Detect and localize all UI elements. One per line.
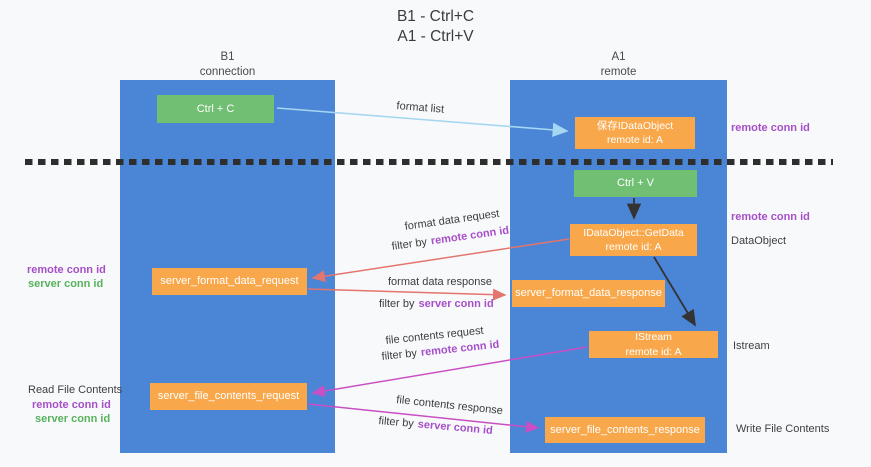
node-istream-line2: remote id: A	[625, 345, 682, 358]
diagram-title: B1 - Ctrl+C A1 - Ctrl+V	[0, 7, 871, 48]
filter-by-text: filter by	[379, 298, 415, 310]
node-save-idataobject: 保存IDataObject remote id: A	[575, 117, 695, 149]
node-server-format-data-response: server_format_data_response	[512, 280, 665, 307]
node-server-file-contents-request: server_file_contents_request	[150, 383, 307, 410]
node-server-format-data-request: server_format_data_request	[152, 268, 307, 295]
node-server-file-contents-response-label: server_file_contents_response	[550, 423, 700, 436]
title-line-2: A1 - Ctrl+V	[397, 28, 474, 46]
label-remote-conn-id-left-2: remote conn id	[32, 399, 111, 411]
node-istream: IStream remote id: A	[589, 331, 718, 358]
node-istream-line1: IStream	[635, 331, 672, 344]
node-ctrl-c: Ctrl + C	[157, 95, 274, 123]
filter-value-server-conn-id: server conn id	[418, 298, 494, 310]
label-write-file-contents: Write File Contents	[736, 423, 830, 435]
node-ctrl-v-label: Ctrl + V	[617, 177, 654, 190]
filter-value-remote-conn-id: remote conn id	[430, 224, 510, 248]
filter-by-text: filter by	[377, 415, 415, 431]
edge-label-file-contents-response: file contents response	[395, 394, 504, 418]
lifeline-a1-name: A1	[611, 51, 626, 63]
node-server-format-data-response-label: server_format_data_response	[515, 287, 662, 300]
lifeline-header-a1: A1 remote	[510, 50, 727, 79]
node-idataobject-getdata-line1: IDataObject::GetData	[583, 226, 684, 239]
arrow-format-data-response	[307, 288, 507, 301]
filter-value-server-conn-id: server conn id	[417, 418, 494, 437]
label-server-conn-id-left-2: server conn id	[35, 413, 111, 425]
lifeline-b1-name: B1	[220, 51, 235, 63]
filter-by-text: filter by	[391, 236, 428, 253]
node-ctrl-v: Ctrl + V	[574, 170, 697, 197]
filter-by-text: filter by	[381, 347, 418, 363]
lifeline-header-b1: B1 connection	[120, 50, 335, 79]
node-idataobject-getdata: IDataObject::GetData remote id: A	[570, 224, 697, 256]
label-istream: Istream	[733, 340, 770, 352]
lifeline-b1-role: connection	[199, 65, 256, 78]
node-save-idataobject-line2: remote id: A	[606, 134, 664, 146]
node-ctrl-c-label: Ctrl + C	[196, 102, 235, 115]
label-remote-conn-id-left-1: remote conn id	[27, 264, 106, 276]
edge-label-format-data-response: format data response	[388, 276, 492, 288]
node-save-idataobject-line1: 保存IDataObject	[596, 119, 674, 132]
label-remote-conn-id-right-mid: remote conn id	[731, 211, 810, 223]
node-server-file-contents-response: server_file_contents_response	[545, 417, 705, 443]
node-idataobject-getdata-line2: remote id: A	[605, 241, 662, 253]
node-server-file-contents-request-label: server_file_contents_request	[157, 390, 300, 403]
node-server-format-data-request-label: server_format_data_request	[160, 275, 299, 288]
label-read-file-contents: Read File Contents	[28, 384, 123, 396]
edge-label-format-list: format list	[396, 100, 445, 116]
lifeline-a1-role: remote	[600, 65, 637, 78]
label-server-conn-id-left-1: server conn id	[28, 278, 104, 290]
label-dataobject: DataObject	[731, 235, 787, 247]
label-remote-conn-id-right-top: remote conn id	[731, 122, 810, 134]
title-line-1: B1 - Ctrl+C	[396, 8, 475, 25]
